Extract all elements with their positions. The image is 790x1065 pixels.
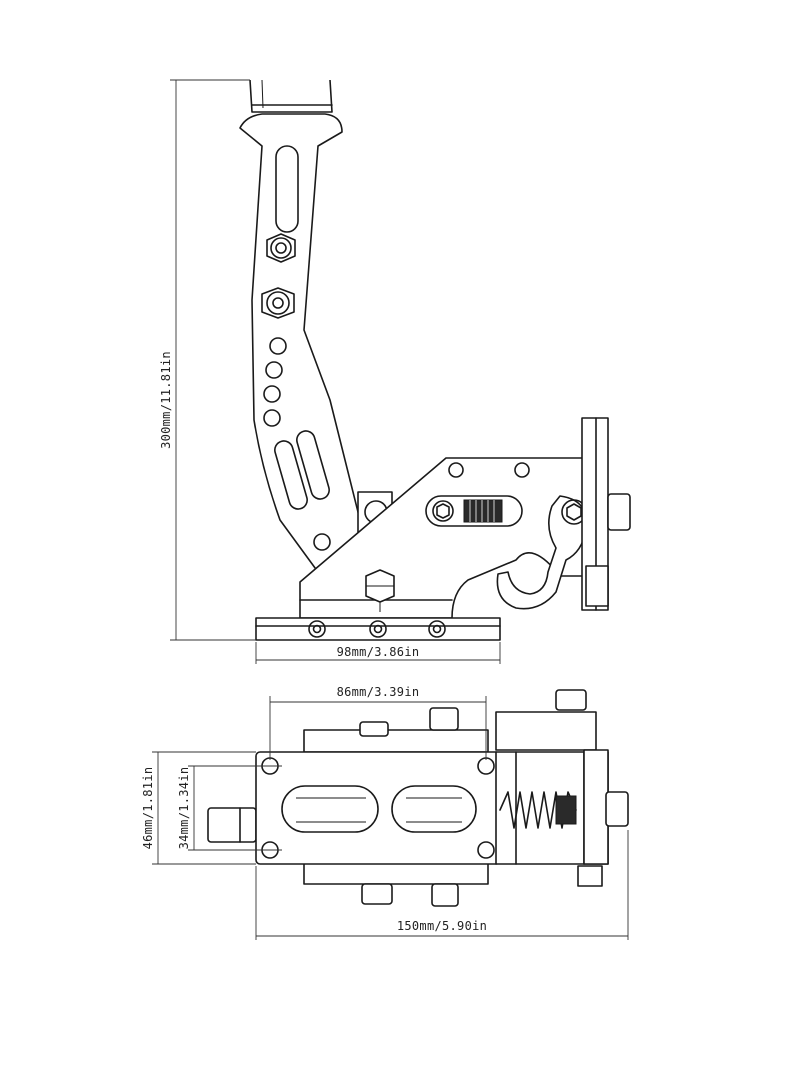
bottom-bolt bbox=[361, 883, 393, 905]
dimension-base-width-label: 98mm/3.86in bbox=[337, 645, 420, 659]
hex-bolt bbox=[266, 233, 296, 263]
dimension-inner-height-label: 34mm/1.34in bbox=[177, 767, 191, 850]
top-spring-housing bbox=[495, 689, 629, 887]
body-screw bbox=[514, 462, 530, 478]
dimension-top-width: 86mm/3.39in bbox=[269, 685, 487, 760]
arm-slot-lower bbox=[274, 440, 308, 510]
top-bolt bbox=[359, 721, 389, 737]
dimension-height-label: 300mm/11.81in bbox=[159, 351, 173, 449]
dimension-top-width-label: 86mm/3.39in bbox=[337, 685, 420, 699]
lever-arm bbox=[239, 113, 363, 573]
left-stub bbox=[207, 807, 257, 843]
arm-slot-top bbox=[275, 145, 299, 233]
dimension-outer-height-label: 46mm/1.81in bbox=[141, 767, 155, 850]
top-slot bbox=[391, 785, 477, 833]
dimension-outer-height: 46mm/1.81in bbox=[141, 751, 256, 865]
body-screw bbox=[448, 462, 464, 478]
dimension-total-length-label: 150mm/5.90in bbox=[397, 919, 487, 933]
side-base-plate bbox=[255, 617, 501, 641]
arm-hole bbox=[265, 361, 283, 379]
arm-hole bbox=[263, 409, 281, 427]
top-bolt bbox=[429, 707, 459, 731]
arm-hole bbox=[313, 533, 331, 551]
arm-slot-lower bbox=[296, 430, 330, 500]
dimension-height: 300mm/11.81in bbox=[159, 79, 256, 641]
dimension-inner-height: 34mm/1.34in bbox=[177, 765, 282, 851]
hex-fitting bbox=[365, 569, 395, 612]
side-view bbox=[239, 79, 631, 641]
bottom-bolt bbox=[431, 883, 459, 907]
hex-bolt bbox=[261, 287, 295, 319]
handle-grip bbox=[249, 79, 333, 113]
arm-hole bbox=[263, 385, 281, 403]
right-bracket bbox=[581, 417, 631, 611]
arm-hole bbox=[269, 337, 287, 355]
dimension-base-width: 98mm/3.86in bbox=[255, 642, 501, 664]
top-view bbox=[207, 689, 629, 907]
body-spring bbox=[425, 495, 523, 527]
top-slot bbox=[281, 785, 379, 833]
dimension-total-length: 150mm/5.90in bbox=[255, 830, 629, 940]
